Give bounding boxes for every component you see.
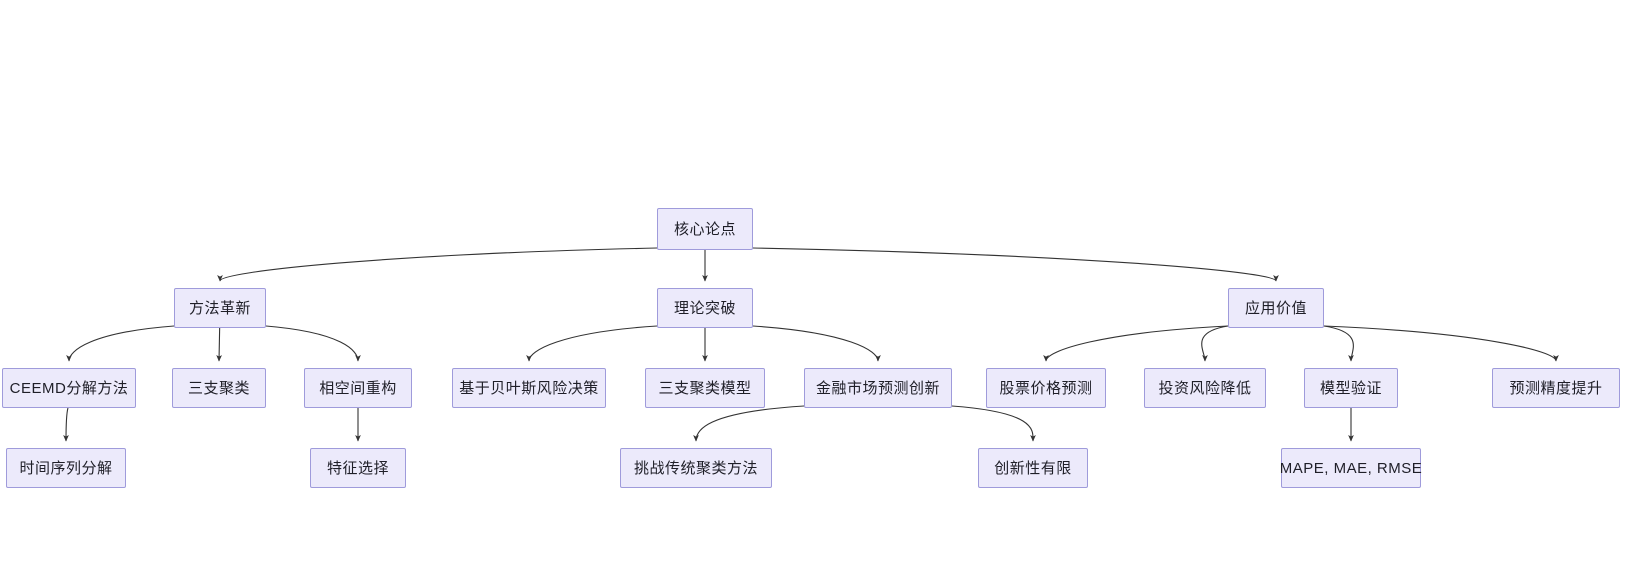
edge-m2-to-c4 bbox=[526, 325, 658, 362]
edge-m3-to-c9 bbox=[1323, 325, 1354, 362]
node-label: 特征选择 bbox=[326, 459, 389, 477]
mindmap-node-l1[interactable]: 时间序列分解 bbox=[6, 448, 126, 488]
mindmap-node-m3[interactable]: 应用价值 bbox=[1228, 288, 1324, 328]
edge-c6-to-l3 bbox=[693, 405, 805, 442]
node-label: 挑战传统聚类方法 bbox=[633, 459, 758, 477]
edge-m3-to-c10 bbox=[1323, 325, 1559, 362]
mindmap-node-c8[interactable]: 投资风险降低 bbox=[1144, 368, 1266, 408]
mindmap-node-m1[interactable]: 方法革新 bbox=[174, 288, 266, 328]
mindmap-node-c7[interactable]: 股票价格预测 bbox=[986, 368, 1106, 408]
edge-root-to-m1 bbox=[217, 247, 658, 282]
mindmap-node-c9[interactable]: 模型验证 bbox=[1304, 368, 1398, 408]
node-label: 相空间重构 bbox=[319, 379, 397, 397]
node-label: 三支聚类模型 bbox=[658, 379, 752, 397]
edge-c1-to-l1 bbox=[63, 407, 69, 442]
node-label: 时间序列分解 bbox=[19, 459, 113, 477]
node-label: 核心论点 bbox=[673, 220, 736, 238]
node-label: 基于贝叶斯风险决策 bbox=[459, 379, 599, 397]
mindmap-node-l5[interactable]: MAPE, MAE, RMSE bbox=[1280, 448, 1422, 488]
edge-m2-to-c6 bbox=[752, 325, 881, 362]
edge-m3-to-c7 bbox=[1043, 325, 1229, 362]
mindmap-node-m2[interactable]: 理论突破 bbox=[657, 288, 753, 328]
mindmap-node-c6[interactable]: 金融市场预测创新 bbox=[804, 368, 952, 408]
edge-root-to-m3 bbox=[752, 247, 1279, 282]
mindmap-node-c4[interactable]: 基于贝叶斯风险决策 bbox=[452, 368, 606, 408]
node-label: 金融市场预测创新 bbox=[815, 379, 940, 397]
edge-m1-to-c3 bbox=[265, 325, 361, 362]
node-label: 方法革新 bbox=[188, 299, 251, 317]
node-label: CEEMD分解方法 bbox=[9, 379, 129, 397]
mindmap-node-c10[interactable]: 预测精度提升 bbox=[1492, 368, 1620, 408]
node-label: MAPE, MAE, RMSE bbox=[1279, 459, 1423, 477]
mindmap-node-l3[interactable]: 挑战传统聚类方法 bbox=[620, 448, 772, 488]
node-label: 应用价值 bbox=[1244, 299, 1307, 317]
mindmap-node-c3[interactable]: 相空间重构 bbox=[304, 368, 412, 408]
node-label: 理论突破 bbox=[673, 299, 736, 317]
edge-m3-to-c8 bbox=[1201, 325, 1229, 362]
mindmap-node-root[interactable]: 核心论点 bbox=[657, 208, 753, 250]
node-label: 投资风险降低 bbox=[1158, 379, 1252, 397]
edge-c6-to-l4 bbox=[951, 405, 1036, 442]
node-label: 模型验证 bbox=[1319, 379, 1382, 397]
edge-paths bbox=[63, 247, 1559, 442]
edge-m1-to-c1 bbox=[66, 325, 175, 362]
edge-m1-to-c2 bbox=[216, 327, 222, 362]
mindmap-node-c1[interactable]: CEEMD分解方法 bbox=[2, 368, 136, 408]
mindmap-node-l4[interactable]: 创新性有限 bbox=[978, 448, 1088, 488]
node-label: 预测精度提升 bbox=[1509, 379, 1603, 397]
mindmap-node-c5[interactable]: 三支聚类模型 bbox=[645, 368, 765, 408]
node-label: 股票价格预测 bbox=[999, 379, 1093, 397]
node-label: 三支聚类 bbox=[187, 379, 250, 397]
node-label: 创新性有限 bbox=[994, 459, 1072, 477]
mindmap-node-c2[interactable]: 三支聚类 bbox=[172, 368, 266, 408]
mindmap-node-l2[interactable]: 特征选择 bbox=[310, 448, 406, 488]
